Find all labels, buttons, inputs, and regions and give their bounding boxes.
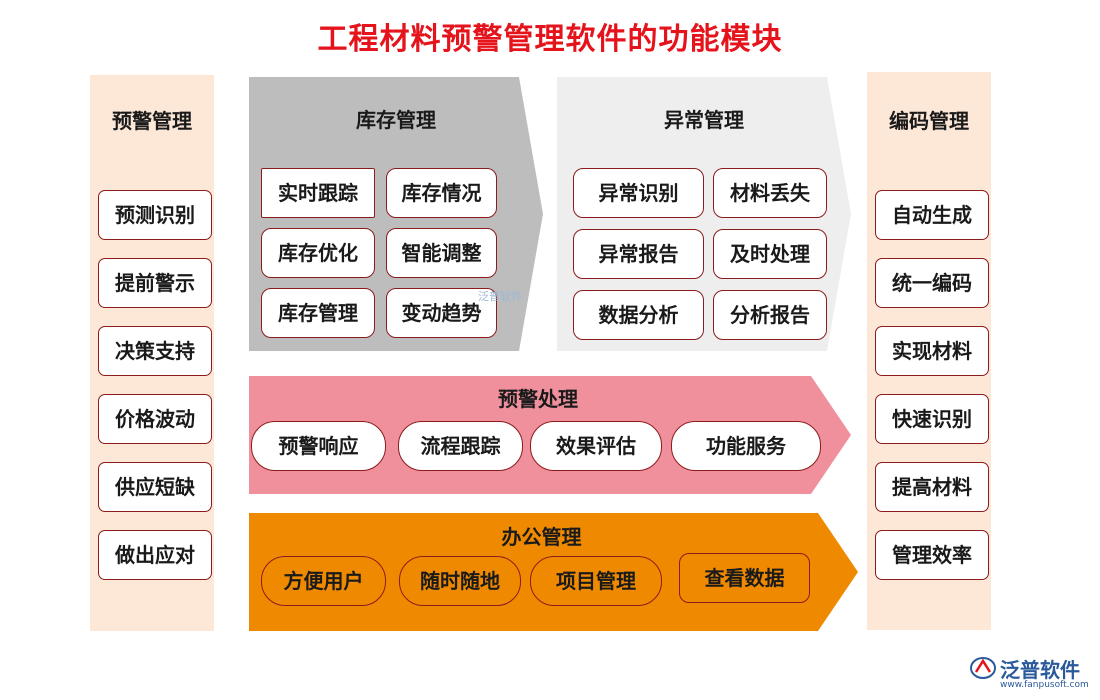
warning-item: 功能服务 [671, 421, 821, 471]
inventory-item: 库存管理 [261, 288, 375, 338]
warning-processing-band: 预警处理 预警响应 流程跟踪 效果评估 功能服务 [249, 376, 851, 494]
inventory-item: 库存情况 [386, 168, 497, 218]
right-item: 快速识别 [875, 394, 989, 444]
right-item: 统一编码 [875, 258, 989, 308]
brand-name: 泛普软件 [1000, 658, 1080, 682]
warning-processing-title: 预警处理 [498, 387, 578, 411]
anomaly-panel-shape [557, 77, 851, 351]
brand-logo: 泛普软件 www.fanpusoft.com [966, 652, 1096, 698]
anomaly-item: 异常报告 [573, 229, 704, 279]
warning-item: 流程跟踪 [398, 421, 523, 471]
left-item: 供应短缺 [98, 462, 212, 512]
office-management-title: 办公管理 [501, 525, 582, 549]
anomaly-item: 分析报告 [713, 290, 827, 340]
left-item: 做出应对 [98, 530, 212, 580]
watermark: 泛普软件 [478, 290, 522, 303]
brand-logo-icon [970, 657, 996, 679]
left-item: 决策支持 [98, 326, 212, 376]
right-item: 提高材料 [875, 462, 989, 512]
anomaly-panel: 异常管理 异常识别 材料丢失 异常报告 及时处理 数据分析 分析报告 [557, 77, 851, 351]
page-title: 工程材料预警管理软件的功能模块 [317, 22, 783, 57]
warning-item: 预警响应 [251, 421, 386, 471]
inventory-item: 库存优化 [261, 228, 375, 278]
right-item: 实现材料 [875, 326, 989, 376]
left-item: 价格波动 [98, 394, 212, 444]
left-item: 预测识别 [98, 190, 212, 240]
warning-management-title: 预警管理 [112, 109, 192, 133]
code-management-column: 编码管理 自动生成 统一编码 实现材料 快速识别 提高材料 管理效率 [867, 72, 991, 630]
warning-management-column: 预警管理 预测识别 提前警示 决策支持 价格波动 供应短缺 做出应对 [90, 75, 214, 631]
anomaly-item: 及时处理 [713, 229, 827, 279]
inventory-item: 智能调整 [386, 228, 497, 278]
inventory-item: 变动趋势 [386, 288, 497, 338]
right-item: 自动生成 [875, 190, 989, 240]
office-management-band: 办公管理 方便用户 随时随地 项目管理 查看数据 [249, 513, 858, 631]
inventory-item: 实时跟踪 [261, 168, 375, 218]
inventory-title: 库存管理 [356, 108, 436, 132]
anomaly-item: 数据分析 [573, 290, 704, 340]
brand-url: www.fanpusoft.com [1000, 680, 1089, 690]
office-item: 查看数据 [679, 553, 810, 603]
right-item: 管理效率 [875, 530, 989, 580]
left-item: 提前警示 [98, 258, 212, 308]
inventory-panel: 库存管理 实时跟踪 库存情况 库存优化 智能调整 库存管理 变动趋势 [249, 77, 543, 351]
office-item: 随时随地 [399, 556, 521, 606]
office-item: 方便用户 [261, 556, 386, 606]
anomaly-item: 异常识别 [573, 168, 704, 218]
office-item: 项目管理 [530, 556, 662, 606]
anomaly-title: 异常管理 [664, 108, 744, 132]
code-management-title: 编码管理 [889, 109, 969, 133]
warning-item: 效果评估 [530, 421, 662, 471]
anomaly-item: 材料丢失 [713, 168, 827, 218]
